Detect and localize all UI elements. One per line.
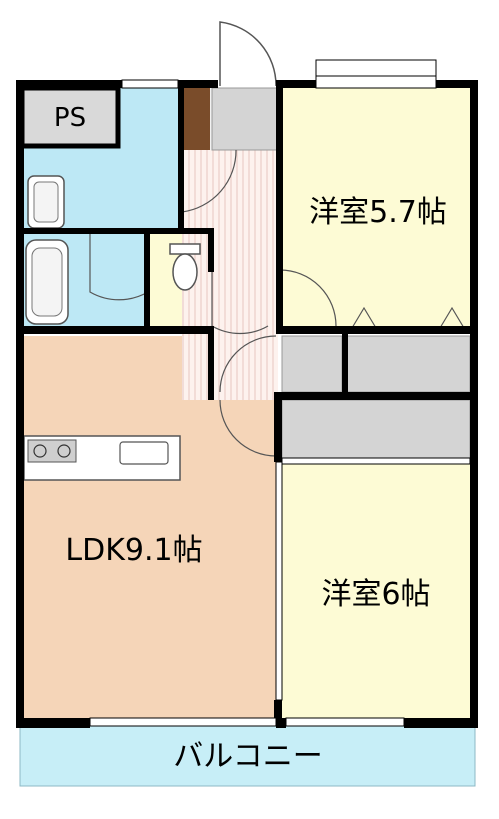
closet-2	[281, 399, 471, 459]
windows	[89, 59, 471, 727]
closet-1-right	[345, 335, 471, 393]
closet-1-door-right-icon	[439, 306, 465, 329]
entry-storage	[211, 87, 279, 151]
closet-1-door-left-icon	[351, 306, 377, 329]
toilet-tank	[169, 243, 201, 255]
kitchen-sink	[119, 441, 169, 465]
ldk-door-swing	[219, 399, 277, 457]
walls	[16, 80, 478, 728]
bath-door-swing	[89, 234, 149, 301]
front-door-swing	[219, 21, 277, 87]
burner-right-icon	[57, 444, 71, 458]
bedroom-1-door-swing	[279, 269, 337, 327]
closet-1-left	[281, 335, 343, 393]
bedroom-1-floor	[280, 88, 470, 328]
bathtub-inner	[31, 247, 63, 317]
toilet-bowl	[172, 253, 198, 291]
burner-left-icon	[33, 444, 47, 458]
hall-door-swing	[219, 335, 277, 393]
hall-floor	[182, 150, 278, 400]
shoe-cabinet	[182, 88, 210, 150]
western-room-1-label: 洋室5.7帖	[309, 195, 447, 230]
balcony-label: バルコニー	[173, 739, 322, 774]
ldk-label: LDK9.1帖	[65, 533, 202, 568]
ps-label: PS	[54, 103, 86, 133]
stove	[27, 439, 77, 463]
balcony-area	[19, 721, 476, 787]
washroom-door-swing	[181, 149, 237, 213]
western-room-2-label: 洋室6帖	[321, 577, 430, 612]
bedroom-2-floor	[282, 462, 470, 720]
sink-basin	[33, 181, 59, 223]
ps-box	[19, 85, 121, 149]
